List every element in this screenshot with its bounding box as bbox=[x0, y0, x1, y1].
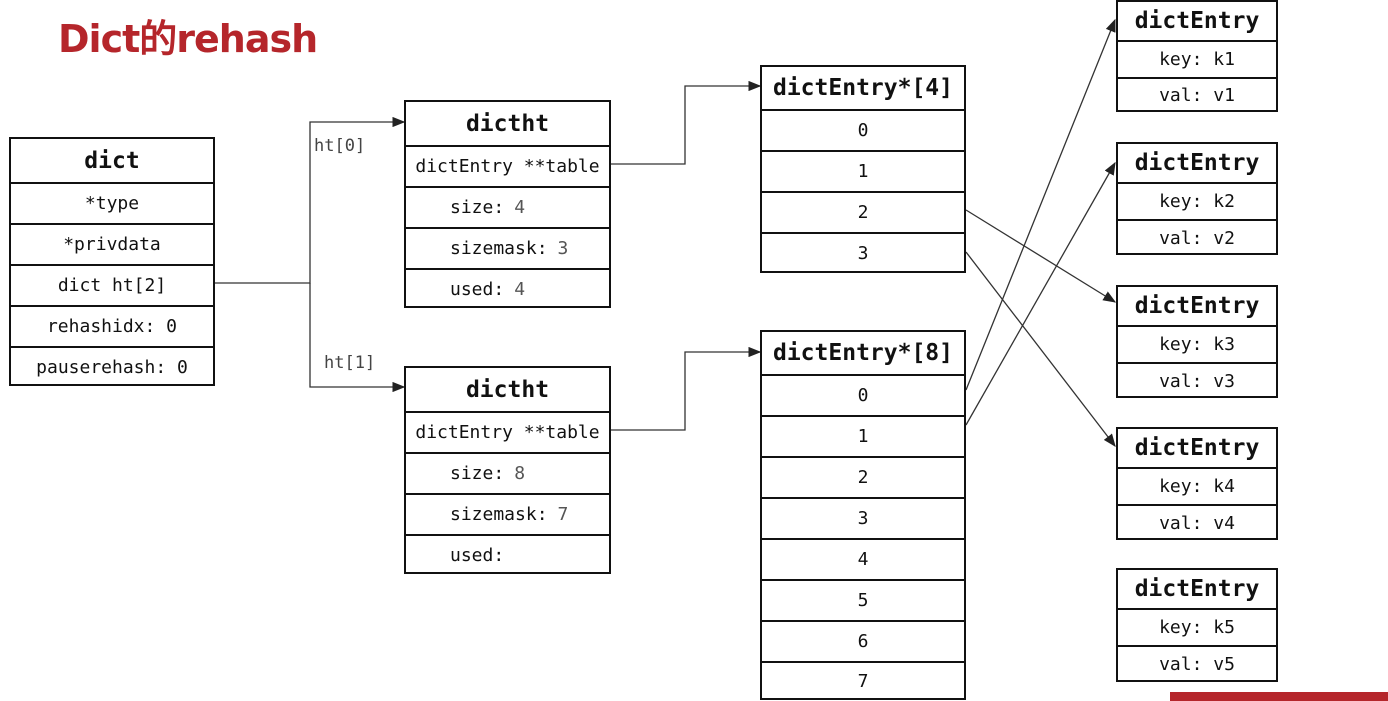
entry-val: val: v3 bbox=[1118, 362, 1276, 398]
dictht-0: dictht dictEntry **table size: 4 sizemask… bbox=[404, 100, 611, 308]
dict-rehashidx-field: rehashidx: 0 bbox=[11, 305, 213, 346]
dict-entry-k5: dictEntry key: k5 val: v5 bbox=[1116, 568, 1278, 682]
dict-entry-array-4: dictEntry*[4] 0 1 2 3 bbox=[760, 65, 966, 273]
dict-struct: dict *type *privdata dict ht[2] rehashid… bbox=[9, 137, 215, 386]
entry-key: key: k1 bbox=[1118, 40, 1276, 77]
array8-slot: 0 bbox=[762, 374, 964, 415]
link-slot0-k1 bbox=[965, 18, 1116, 391]
array8-slot: 4 bbox=[762, 538, 964, 579]
entry-header: dictEntry bbox=[1134, 8, 1260, 34]
dict-ht-field: dict ht[2] bbox=[11, 264, 213, 305]
link-slot2-k3 bbox=[965, 209, 1117, 303]
dictht1-sizemask-value: 7 bbox=[557, 504, 569, 525]
dict-entry-k1: dictEntry key: k1 val: v1 bbox=[1116, 0, 1278, 112]
array8-header: dictEntry*[8] bbox=[772, 340, 953, 366]
dictht0-sizemask-label: sizemask: bbox=[450, 238, 548, 259]
dictht1-size-value: 8 bbox=[514, 463, 526, 484]
array4-slot: 3 bbox=[762, 232, 964, 273]
array8-slot: 1 bbox=[762, 415, 964, 456]
dict-pauserehash-field: pauserehash: 0 bbox=[11, 346, 213, 386]
link-ht1-array8 bbox=[610, 346, 762, 431]
entry-header: dictEntry bbox=[1134, 435, 1260, 461]
dict-entry-array-8: dictEntry*[8] 0 1 2 3 4 5 6 7 bbox=[760, 330, 966, 700]
dictht0-size-field: size: 4 bbox=[406, 186, 609, 227]
dictht1-header: dictht bbox=[465, 376, 550, 403]
link-slot1-k2 bbox=[965, 161, 1116, 426]
link-ht0-array4 bbox=[610, 80, 762, 165]
dict-entry-k4: dictEntry key: k4 val: v4 bbox=[1116, 427, 1278, 540]
array8-slot: 6 bbox=[762, 620, 964, 661]
link-dict-ht1 bbox=[309, 283, 406, 393]
array8-slot: 3 bbox=[762, 497, 964, 538]
dictht0-table-field: dictEntry **table bbox=[406, 145, 609, 186]
dictht0-used-label: used: bbox=[450, 278, 505, 300]
dictht0-used-field: used: 4 bbox=[406, 268, 609, 308]
entry-val: val: v1 bbox=[1118, 77, 1276, 112]
entry-val: val: v4 bbox=[1118, 504, 1276, 540]
entry-val: val: v2 bbox=[1118, 219, 1276, 255]
dictht0-size-label: size: bbox=[450, 197, 505, 218]
array4-slot: 2 bbox=[762, 191, 964, 232]
dictht0-size-value: 4 bbox=[514, 197, 526, 218]
dict-entry-k2: dictEntry key: k2 val: v2 bbox=[1116, 142, 1278, 255]
array8-slot: 5 bbox=[762, 579, 964, 620]
entry-key: key: k3 bbox=[1118, 325, 1276, 362]
entry-key: key: k2 bbox=[1118, 182, 1276, 219]
dictht1-size-label: size: bbox=[450, 463, 505, 484]
dictht0-sizemask-value: 3 bbox=[557, 238, 569, 259]
dictht1-size-field: size: 8 bbox=[406, 452, 609, 493]
link-dict-ht0 bbox=[215, 116, 406, 284]
link-slot3-k4 bbox=[965, 251, 1116, 448]
entry-key: key: k4 bbox=[1118, 467, 1276, 504]
dict-header: dict bbox=[84, 147, 140, 174]
label-ht0: ht[0] bbox=[314, 136, 366, 156]
dict-type-field: *type bbox=[11, 182, 213, 223]
dictht1-used-field: used: bbox=[406, 534, 609, 574]
page-title: Dict的rehash bbox=[58, 17, 318, 61]
dictht-1: dictht dictEntry **table size: 8 sizemask… bbox=[404, 366, 611, 574]
dictht0-sizemask-field: sizemask: 3 bbox=[406, 227, 609, 268]
array8-slot: 2 bbox=[762, 456, 964, 497]
dictht1-sizemask-field: sizemask: 7 bbox=[406, 493, 609, 534]
dict-entry-k3: dictEntry key: k3 val: v3 bbox=[1116, 285, 1278, 398]
entry-header: dictEntry bbox=[1134, 576, 1260, 602]
dictht0-used-value: 4 bbox=[514, 278, 526, 300]
dictht1-table-field: dictEntry **table bbox=[406, 411, 609, 452]
label-ht1: ht[1] bbox=[324, 353, 376, 373]
entry-header: dictEntry bbox=[1134, 150, 1260, 176]
entry-header: dictEntry bbox=[1134, 293, 1260, 319]
dictht1-sizemask-label: sizemask: bbox=[450, 504, 548, 525]
entry-val: val: v5 bbox=[1118, 645, 1276, 682]
array4-header: dictEntry*[4] bbox=[772, 75, 953, 101]
array8-slot: 7 bbox=[762, 661, 964, 700]
array4-slot: 1 bbox=[762, 150, 964, 191]
entry-key: key: k5 bbox=[1118, 608, 1276, 645]
accent-bar bbox=[1170, 692, 1388, 701]
array4-slot: 0 bbox=[762, 109, 964, 150]
dictht0-header: dictht bbox=[465, 110, 550, 137]
dict-privdata-field: *privdata bbox=[11, 223, 213, 264]
dictht1-used-label: used: bbox=[450, 544, 505, 566]
